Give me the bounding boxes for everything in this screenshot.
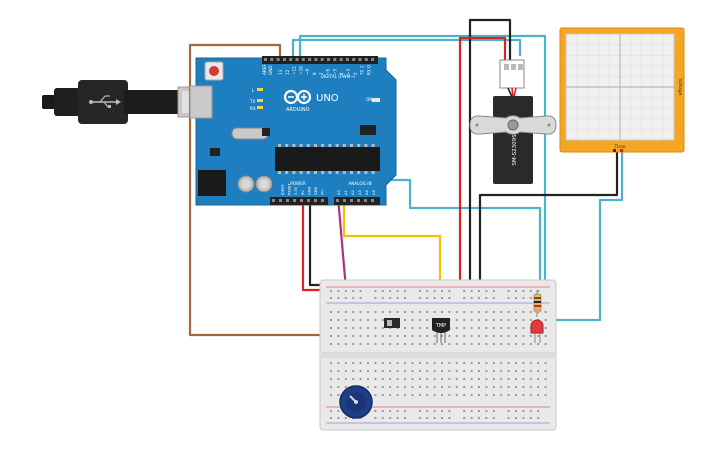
analog-label: ANALOG IN [348,181,371,186]
power-pin-label: IOREF [281,184,285,195]
wire-black-display-ground[interactable] [478,148,619,292]
digital-pin-label: 2 [353,72,358,75]
digital-pin-label: TX 1 [360,65,365,76]
potentiometer[interactable] [339,385,373,419]
digital-pin-label: ~11 [292,66,297,75]
analog-pin-label: A2 [351,190,355,195]
wire-cyan-sensor-out[interactable] [382,178,542,297]
on-label: ON [366,97,372,102]
arduino-logo-icon [283,89,312,105]
power-pin-label: GND [307,187,311,195]
tx-led [257,99,263,102]
digital-pin-label: 8 [312,72,317,75]
power-jack [198,170,226,196]
digital-pin-label: ~5 [332,68,337,75]
wire-black-servo[interactable] [468,18,512,62]
power-label: POWER [290,181,306,186]
digital-header-label: DIGITAL (PWM~) [321,74,356,79]
digital-pin-label: 12 [285,69,290,75]
analog-pin-label: A1 [344,190,348,195]
wire-red-5v[interactable] [301,195,324,292]
slide-switch[interactable] [384,318,400,328]
power-pin-label: 5V [301,190,305,195]
power-pin-label: RESET [288,183,292,195]
digital-pin-label: 4 [339,72,344,75]
l-label: L [252,88,255,93]
digital-pin-label: RX 0 [366,65,371,75]
on-led [372,98,380,102]
wire-yellow-analog[interactable] [342,195,442,312]
l-led [257,88,263,91]
rx-led [257,106,263,109]
display-side-label: Voltage [677,79,683,96]
power-pin-label: Vin [321,189,325,195]
digital-pin-label: ~6 [326,68,331,75]
wire-brown[interactable] [188,43,376,337]
display-bottom-label: Time [613,144,625,150]
rx-label: RX [250,106,256,111]
servo-model-label: SM-S2309S [512,134,518,166]
red-led[interactable] [530,319,544,343]
brand-label: ARDUINO [286,107,310,113]
analog-pin-label: A5 [372,190,376,195]
digital-pin-label: 13 [278,69,283,75]
analog-pin-label: A3 [358,190,362,195]
voltage-display[interactable]: Voltage Time [559,27,685,153]
analog-pin-label: A0 [337,190,341,195]
digital-pin-label: 7 [319,72,324,75]
wire-cyan-led[interactable] [291,38,522,62]
analog-pin-label: A4 [365,190,369,195]
usb-cable [42,80,201,124]
power-pin-label: GND [314,187,318,195]
atmega-chip [275,147,380,171]
digital-pin-label: ~3 [346,68,351,75]
model-label: UNO [316,93,339,104]
gnd-label: GND [268,65,273,75]
temperature-sensor[interactable]: TMP [432,318,450,343]
wire-red-servo[interactable] [458,36,507,62]
breadboard [319,279,557,431]
servo-motor[interactable]: SM-S2309S [469,59,557,184]
digital-pin-label: ~10 [298,66,303,75]
tx-label: TX [249,99,256,104]
resistor[interactable] [533,290,542,317]
aref-label: AREF [262,64,267,75]
sensor-label: TMP [435,323,446,329]
usb-symbol-icon [89,95,121,108]
power-pin-label: 3.3V [294,186,298,195]
digital-pin-label: ~9 [305,68,310,75]
